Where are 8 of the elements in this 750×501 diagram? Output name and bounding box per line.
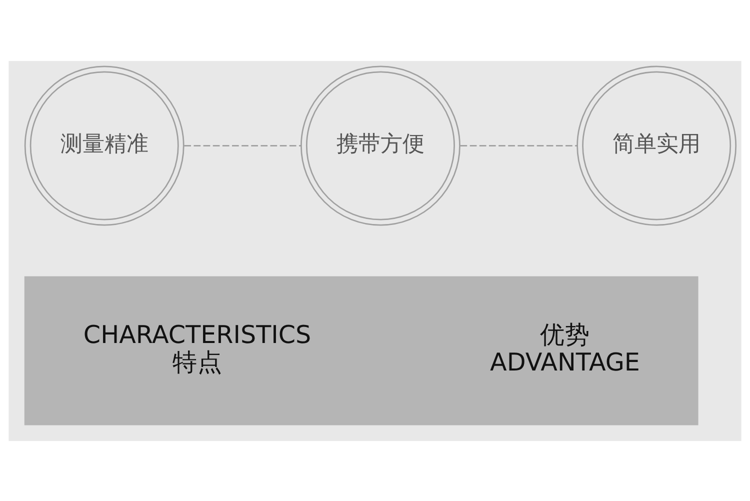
node-text: 优势 ADVANTAGE xyxy=(490,320,640,376)
node-circle: 携带方便 xyxy=(300,65,460,226)
node-circle: 测量精准 xyxy=(24,65,184,226)
node-circle: 简单实用 xyxy=(576,65,737,226)
connector xyxy=(184,144,302,146)
node-text: CHARACTERISTICS 特点 xyxy=(83,320,312,376)
cluster xyxy=(24,276,698,425)
connector xyxy=(460,144,578,146)
